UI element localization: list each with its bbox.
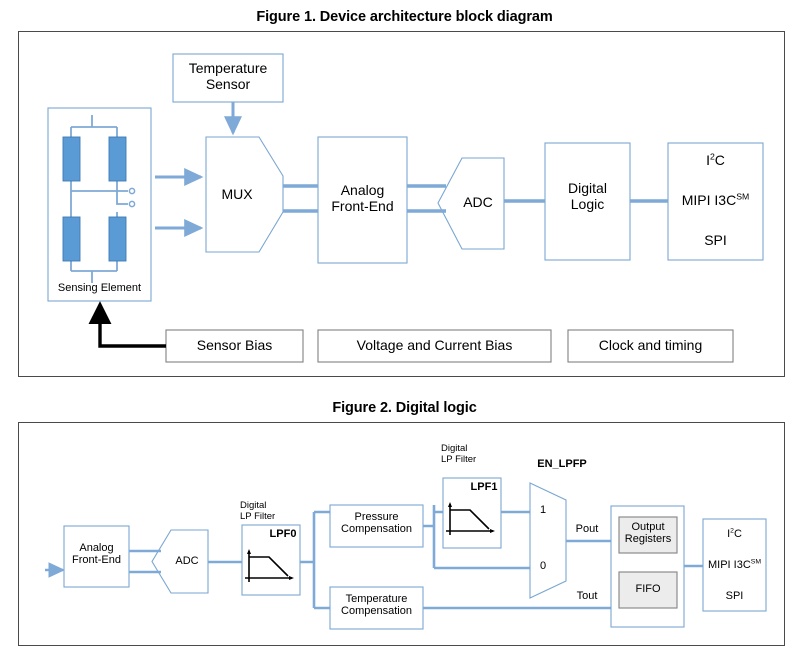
temperature-compensation-label: Temperature Compensation <box>330 593 423 618</box>
mux-label: MUX <box>221 186 253 202</box>
pout-label: Pout <box>575 523 599 535</box>
temperature-sensor-line-2: Sensor <box>205 75 251 92</box>
fig2-mipi-superscript: SM <box>750 558 761 566</box>
fig2-interface-spi-label: SPI <box>725 590 744 602</box>
lpf0-caption-line-2: LP Filter <box>240 510 276 522</box>
i2c-text-tail: C <box>714 152 725 168</box>
sensing-element-label: Sensing Element <box>57 282 142 294</box>
adc-label: ADC <box>463 194 493 210</box>
analog-front-end-label: Analog Front-End <box>318 182 407 214</box>
digital-logic-line-1: Digital <box>568 180 607 196</box>
interface-i2c-label: I2C <box>668 151 763 169</box>
lpf1-caption-line-2: LP Filter <box>441 453 477 465</box>
voltage-current-bias-label: Voltage and Current Bias <box>356 337 513 353</box>
lpf0-caption: Digital LP Filter <box>240 500 306 522</box>
temperature-sensor-line-1: Temperature <box>188 60 268 76</box>
en-lpfp-label: EN_LPFP <box>537 458 587 470</box>
output-registers-line-2: Registers <box>624 533 672 546</box>
interface-mipi-label: MIPI I3CSM <box>668 191 763 209</box>
afe-line-2: Front-End <box>331 197 394 214</box>
mipi-superscript: SM <box>736 191 750 202</box>
lpf1-caption: Digital LP Filter <box>441 443 507 465</box>
fig2-afe-line-1: Analog <box>79 542 114 554</box>
tout-label: Tout <box>576 590 598 602</box>
fig2-analog-front-end-label: Analog Front-End <box>64 542 129 567</box>
temperature-comp-line-2: Compensation <box>341 605 412 618</box>
i2c-text-main: I <box>706 152 710 168</box>
fig2-mipi-text: MIPI I3C <box>707 559 751 571</box>
afe-line-1: Analog <box>340 182 385 198</box>
temperature-sensor-label: Temperature Sensor <box>173 60 283 92</box>
lpf1-label: LPF1 <box>470 481 498 493</box>
figure-2-title: Figure 2. Digital logic <box>332 400 477 416</box>
interface-spi-label: SPI <box>704 232 727 248</box>
output-registers-line-1: Output <box>631 521 665 533</box>
pressure-comp-line-2: Compensation <box>341 523 412 536</box>
digital-logic-label: Digital Logic <box>545 180 630 212</box>
fig2-afe-line-2: Front-End <box>72 554 121 567</box>
i2c-superscript: 2 <box>709 151 715 162</box>
lpf0-caption-line-1: Digital <box>240 500 267 511</box>
fig2-adc-label: ADC <box>175 555 199 567</box>
lpf1-caption-line-1: Digital <box>441 443 468 454</box>
mux-input-1-label: 1 <box>539 504 547 516</box>
lpf0-label: LPF0 <box>269 528 297 540</box>
fig2-i2c-superscript: 2 <box>730 527 734 535</box>
mux-input-0-label: 0 <box>539 560 547 572</box>
figure-1-title: Figure 1. Device architecture block diag… <box>256 9 553 25</box>
pressure-comp-line-1: Pressure <box>354 511 399 523</box>
fig2-interface-i2c-label: I2C <box>703 527 766 540</box>
fig2-i2c-text-tail: C <box>733 528 742 540</box>
pressure-compensation-label: Pressure Compensation <box>330 511 423 536</box>
output-registers-label: Output Registers <box>619 521 677 546</box>
temperature-comp-line-1: Temperature <box>345 593 408 605</box>
sensor-bias-label: Sensor Bias <box>196 337 273 353</box>
fig2-i2c-text-main: I <box>727 528 731 540</box>
mipi-text: MIPI I3C <box>681 192 737 208</box>
fig2-interface-mipi-label: MIPI I3CSM <box>698 558 771 571</box>
clock-and-timing-label: Clock and timing <box>598 337 703 353</box>
fifo-label: FIFO <box>635 583 661 595</box>
digital-logic-line-2: Logic <box>570 195 605 212</box>
